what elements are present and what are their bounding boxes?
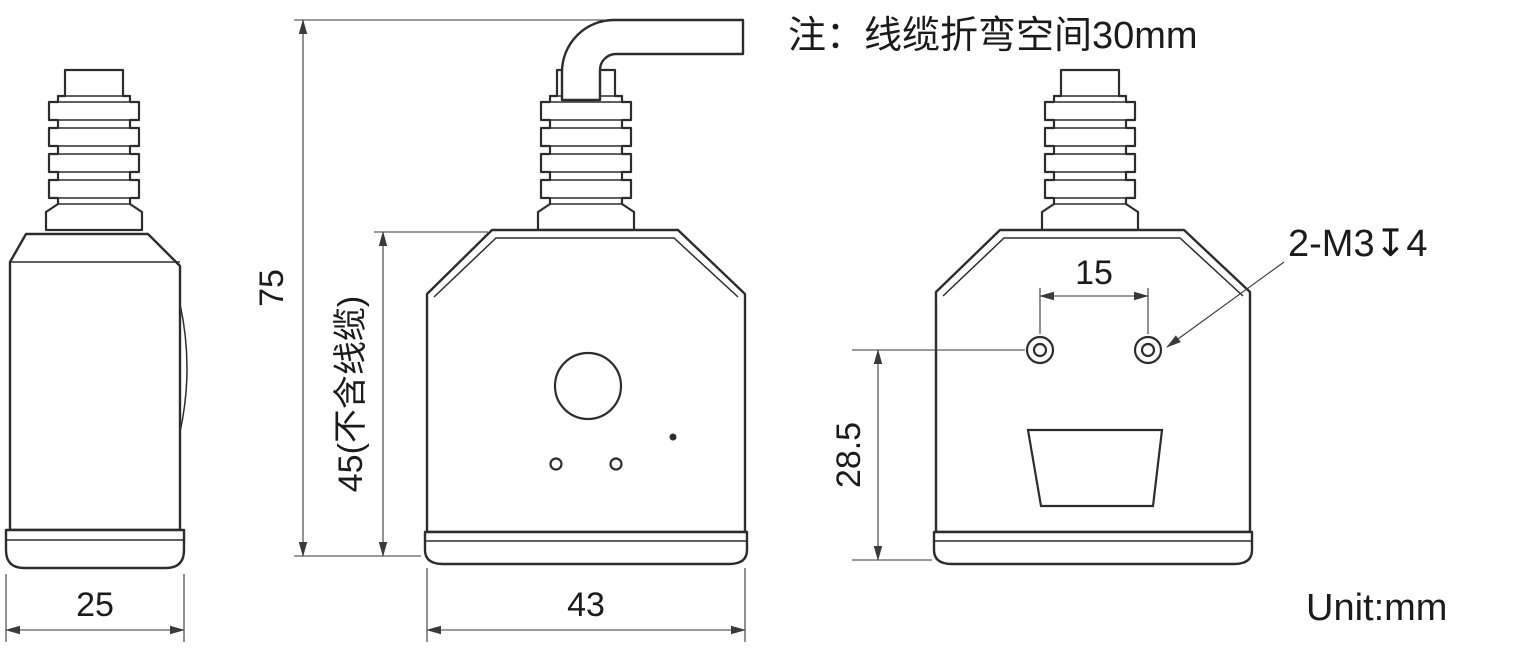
- side-detail-lines: [6, 261, 188, 541]
- front-view: [423, 18, 749, 566]
- side-base: [4, 528, 186, 570]
- rear-cable-gland: [1040, 68, 1140, 232]
- rear-screw-hole-left-inner: [1032, 342, 1048, 358]
- rear-view: [932, 68, 1254, 566]
- front-width-dimension: 43: [426, 568, 746, 642]
- rear-thread-label: 2-M3↧4: [1288, 223, 1428, 265]
- side-cable-gland: [44, 68, 144, 232]
- front-cable: [560, 18, 745, 102]
- rear-connector-cutout: [1026, 428, 1164, 508]
- rear-thread-callout: 2-M3↧4: [1166, 223, 1428, 348]
- side-view: [4, 68, 188, 570]
- note-text: 注：线缆折弯空间30mm: [788, 15, 1198, 57]
- rear-hole-spacing-dimension: 15: [1039, 254, 1149, 334]
- rear-hole-spacing-dim-label: 15: [1075, 254, 1113, 292]
- rear-base: [932, 530, 1254, 566]
- unit-text: Unit:mm: [1306, 587, 1447, 629]
- front-lens-circle: [553, 351, 623, 421]
- rear-screw-hole-right-inner: [1140, 342, 1156, 358]
- front-led-right: [609, 457, 623, 471]
- rear-chamfer-lines: [934, 237, 1252, 542]
- front-chamfer-lines: [425, 237, 747, 542]
- side-width-dim-label: 25: [76, 586, 114, 624]
- side-body: [8, 232, 182, 532]
- front-indicator-dot: [669, 433, 677, 441]
- rear-thread-leader-line: [1166, 261, 1285, 348]
- rear-hole-height-dim-label: 28.5: [830, 422, 868, 488]
- front-body-height-dimension: 45(不含线缆): [332, 231, 488, 557]
- front-base: [423, 530, 749, 566]
- front-led-left: [549, 457, 563, 471]
- front-total-height-dim-label: 75: [253, 269, 291, 307]
- front-total-height-dimension: 75: [253, 19, 606, 557]
- rear-hole-height-dimension: 28.5: [830, 349, 1025, 561]
- front-width-dim-label: 43: [567, 586, 605, 624]
- front-body-height-dim-label: 45(不含线缆): [332, 296, 370, 492]
- front-total-height-extension-lines: [294, 19, 606, 557]
- side-width-dimension: 25: [5, 574, 185, 642]
